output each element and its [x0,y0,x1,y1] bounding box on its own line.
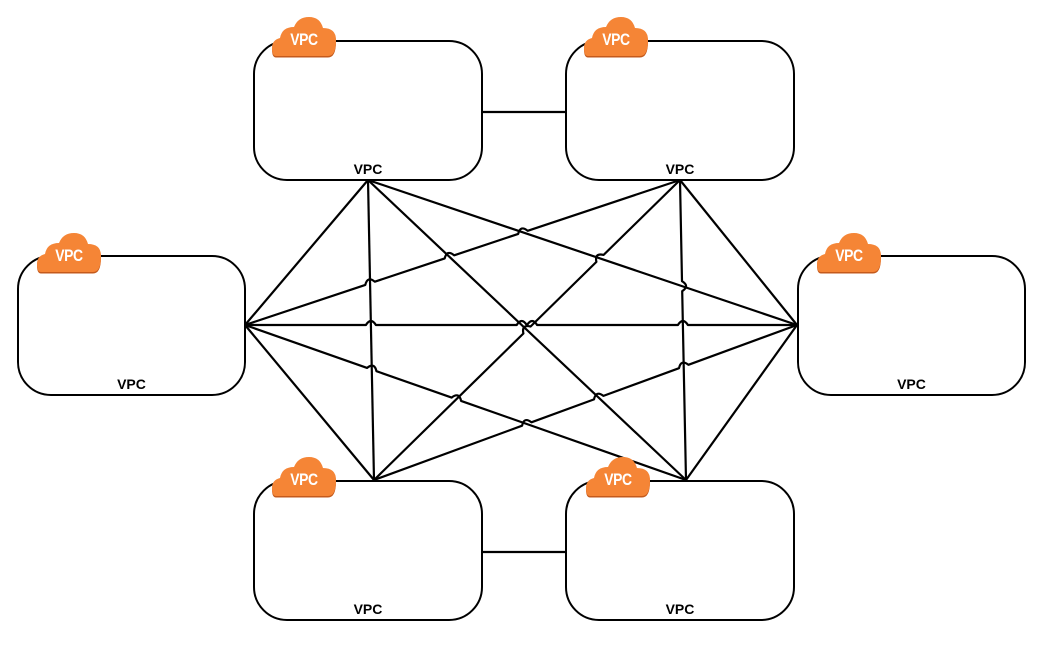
vpc-cloud-badge: VPC [290,470,318,489]
vpc-cloud-icon: VPC [270,15,338,59]
peering-connection-top-left-to-bottom-right[interactable] [367,179,687,481]
peering-connection-top-right-to-left[interactable] [244,178,681,327]
vpc-node-label: VPC [353,161,383,177]
vpc-cloud-badge: VPC [835,246,863,265]
vpc-cloud-badge: VPC [602,30,630,49]
vpc-cloud-icon: VPC [35,231,103,275]
peering-connection-left-to-bottom-left[interactable] [244,324,375,481]
peering-connection-top-left-to-bottom-left[interactable] [366,179,376,481]
vpc-node-left[interactable]: VPC [17,255,246,396]
vpc-node-label: VPC [897,376,926,392]
vpc-node-bottom-left[interactable]: VPC [253,480,483,621]
vpc-node-label: VPC [117,376,146,392]
vpc-node-label: VPC [665,161,695,177]
vpc-cloud-icon: VPC [815,231,883,275]
peering-connection-right-to-bottom-left[interactable] [373,323,798,482]
vpc-cloud-badge: VPC [290,30,318,49]
vpc-cloud-icon: VPC [270,455,338,499]
vpc-cloud-badge: VPC [604,470,632,489]
vpc-node-bottom-right[interactable]: VPC [565,480,795,621]
peering-connection-top-right-to-bottom-right[interactable] [678,179,688,481]
vpc-node-top-right[interactable]: VPC [565,40,795,181]
vpc-cloud-badge: VPC [55,246,83,265]
vpc-cloud-icon: VPC [584,455,652,499]
vpc-cloud-icon: VPC [582,15,650,59]
vpc-node-label: VPC [353,601,383,617]
peering-connection-top-right-to-right[interactable] [679,179,798,326]
peering-connection-left-to-bottom-right[interactable] [244,323,687,482]
peering-connection-top-left-to-left[interactable] [244,179,369,326]
peering-connection-top-left-to-right[interactable] [367,178,798,327]
peering-connection-right-to-bottom-right[interactable] [685,324,798,481]
peering-connection-top-right-to-bottom-left[interactable] [373,179,681,481]
vpc-node-top-left[interactable]: VPC [253,40,483,181]
vpc-node-label: VPC [665,601,695,617]
vpc-node-right[interactable]: VPC [797,255,1026,396]
peering-connection-left-to-right[interactable] [245,319,797,327]
